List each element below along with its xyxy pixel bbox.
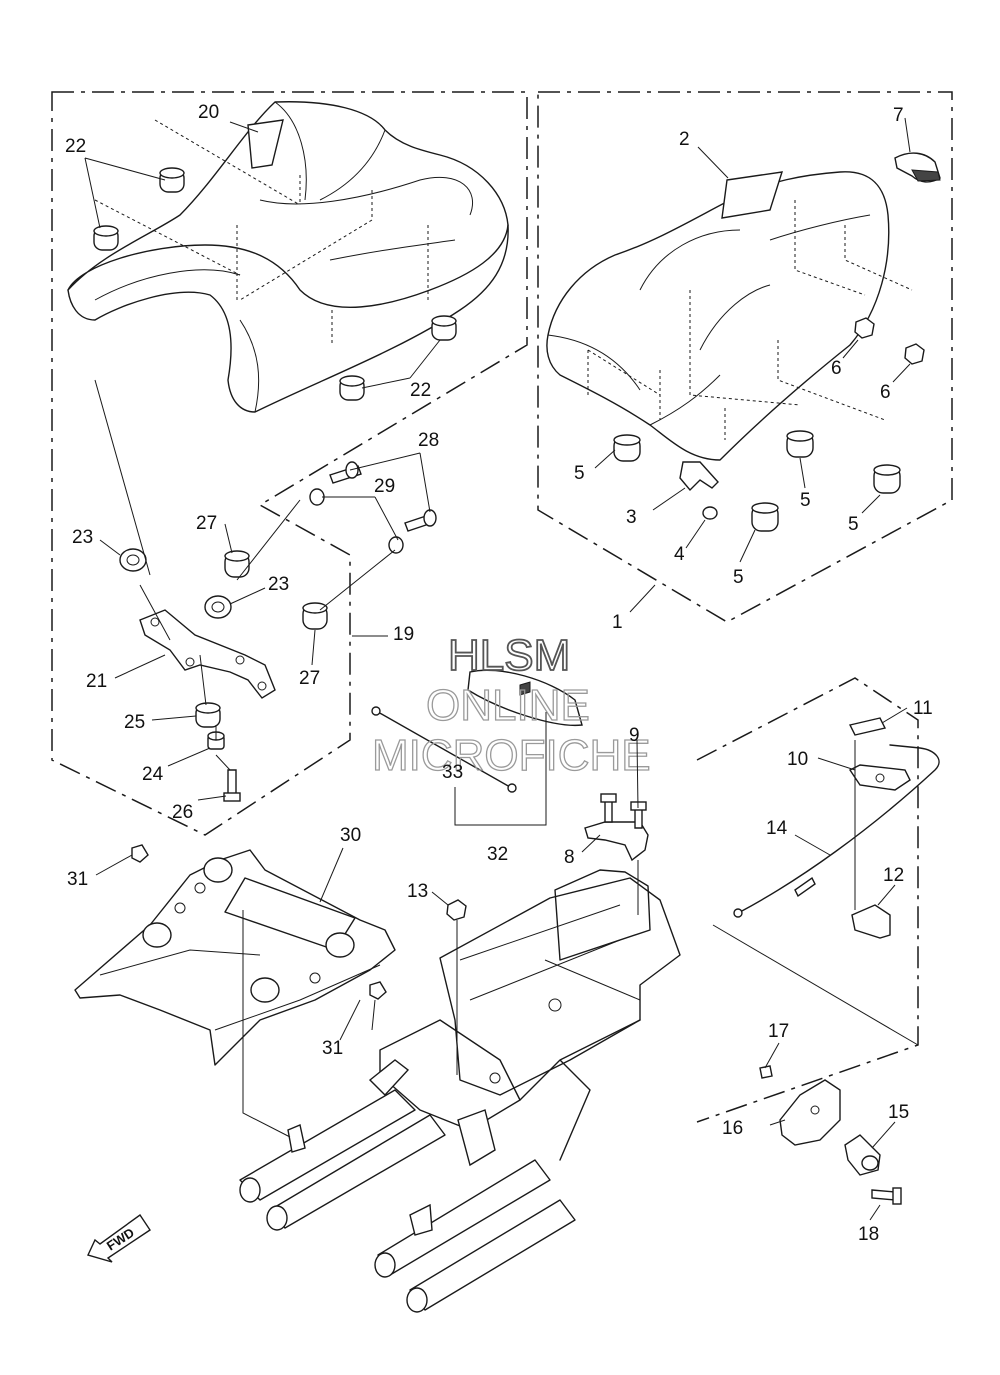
bolt-18 bbox=[871, 1187, 902, 1205]
stay-16 bbox=[779, 1079, 841, 1146]
nut-6-a bbox=[854, 317, 875, 339]
callout-5-a: 5 bbox=[574, 463, 585, 484]
damper-25 bbox=[195, 702, 221, 728]
callout-30: 30 bbox=[340, 825, 361, 846]
seat-lock-10 bbox=[848, 764, 911, 791]
bracket-12 bbox=[851, 904, 891, 939]
callout-14: 14 bbox=[766, 818, 788, 839]
fwd-arrow-icon: FWD bbox=[87, 1214, 151, 1263]
nut-13 bbox=[446, 899, 467, 921]
callout-20: 20 bbox=[198, 102, 219, 123]
callout-13: 13 bbox=[407, 881, 428, 902]
tray-30 bbox=[74, 849, 396, 1066]
grommet-22-a bbox=[159, 167, 185, 193]
washer-29-a bbox=[309, 488, 325, 506]
callout-22-b: 22 bbox=[410, 380, 431, 401]
damper-5-c bbox=[873, 464, 901, 494]
seat-cover-7 bbox=[894, 152, 941, 183]
damper-5-a bbox=[613, 434, 641, 462]
tool-bag bbox=[467, 669, 583, 727]
grommet-22-c bbox=[431, 315, 457, 341]
callout-3: 3 bbox=[626, 507, 637, 528]
damper-23-a bbox=[119, 548, 147, 572]
callout-labels: 20 22 22 28 29 23 27 23 19 21 27 25 24 2… bbox=[65, 102, 933, 1245]
bolt-31-b bbox=[369, 981, 387, 1000]
callout-32: 32 bbox=[487, 844, 508, 865]
callout-33: 33 bbox=[442, 762, 463, 783]
callout-23-a: 23 bbox=[72, 527, 93, 548]
callout-28: 28 bbox=[418, 430, 439, 451]
callout-12: 12 bbox=[883, 865, 904, 886]
clip-bracket bbox=[287, 1124, 306, 1153]
callout-1: 1 bbox=[612, 612, 623, 633]
callout-22-a: 22 bbox=[65, 136, 86, 157]
callout-26: 26 bbox=[172, 802, 193, 823]
rear-seat bbox=[546, 171, 913, 461]
callout-10: 10 bbox=[787, 749, 808, 770]
damper-5-b bbox=[786, 430, 814, 458]
callout-31-a: 31 bbox=[67, 869, 88, 890]
damper-27-a bbox=[224, 550, 250, 578]
callout-21: 21 bbox=[86, 671, 107, 692]
bolt-9-b bbox=[630, 801, 647, 829]
damper-27-b bbox=[302, 602, 328, 630]
callout-5-d: 5 bbox=[733, 567, 744, 588]
damper-23-b bbox=[204, 595, 232, 619]
bolt-31-a bbox=[131, 844, 149, 863]
callout-29: 29 bbox=[374, 476, 395, 497]
callout-24: 24 bbox=[142, 764, 164, 785]
bracket-8 bbox=[584, 821, 649, 862]
washer-29-b bbox=[388, 536, 404, 554]
rear-frame bbox=[239, 869, 681, 1313]
nut-6-b bbox=[904, 343, 925, 365]
callout-7: 7 bbox=[893, 105, 904, 126]
cable-14 bbox=[733, 744, 940, 918]
watermark: HLSM ONLINE MICROFICHE bbox=[371, 630, 651, 781]
callout-11: 11 bbox=[913, 698, 933, 719]
bracket-3 bbox=[679, 461, 719, 492]
cable-33 bbox=[371, 706, 517, 793]
damper-5-d bbox=[751, 502, 779, 532]
callout-19: 19 bbox=[393, 624, 414, 645]
callout-5-b: 5 bbox=[800, 490, 811, 511]
bolt-26 bbox=[223, 769, 241, 802]
callout-15: 15 bbox=[888, 1102, 909, 1123]
callout-25: 25 bbox=[124, 712, 145, 733]
callout-4: 4 bbox=[674, 544, 685, 565]
callout-6-a: 6 bbox=[831, 358, 842, 379]
callout-8: 8 bbox=[564, 847, 575, 868]
bolt-28-b bbox=[404, 509, 437, 532]
grommet-22-b bbox=[93, 225, 119, 251]
front-seat bbox=[67, 101, 509, 413]
front-seat-bracket bbox=[139, 609, 276, 699]
grommet-22-d bbox=[339, 375, 365, 401]
watermark-line2: ONLINE bbox=[426, 681, 590, 730]
lock-plate-11 bbox=[848, 717, 887, 736]
front-seat-group-boundary bbox=[51, 91, 528, 836]
callout-27-b: 27 bbox=[299, 668, 320, 689]
watermark-line1: HLSM bbox=[448, 631, 570, 680]
callout-leaders bbox=[84, 117, 911, 1221]
callout-6-b: 6 bbox=[880, 382, 891, 403]
hook-15 bbox=[844, 1134, 881, 1176]
callout-2: 2 bbox=[679, 129, 690, 150]
watermark-line3: MICROFICHE bbox=[372, 731, 651, 780]
callout-5-c: 5 bbox=[848, 514, 859, 535]
screw-17 bbox=[759, 1065, 773, 1079]
callout-9: 9 bbox=[629, 725, 640, 746]
lock-group-boundary bbox=[696, 677, 919, 1123]
callout-27-a: 27 bbox=[196, 513, 217, 534]
bolt-28-a bbox=[329, 461, 362, 484]
callout-23-b: 23 bbox=[268, 574, 289, 595]
rear-seat-group-boundary bbox=[537, 91, 953, 623]
collar-4 bbox=[702, 506, 718, 520]
bolt-9-a bbox=[600, 793, 617, 823]
callout-31-b: 31 bbox=[322, 1038, 343, 1059]
callout-17: 17 bbox=[768, 1021, 789, 1042]
callout-18: 18 bbox=[858, 1224, 879, 1245]
callout-16: 16 bbox=[722, 1118, 743, 1139]
